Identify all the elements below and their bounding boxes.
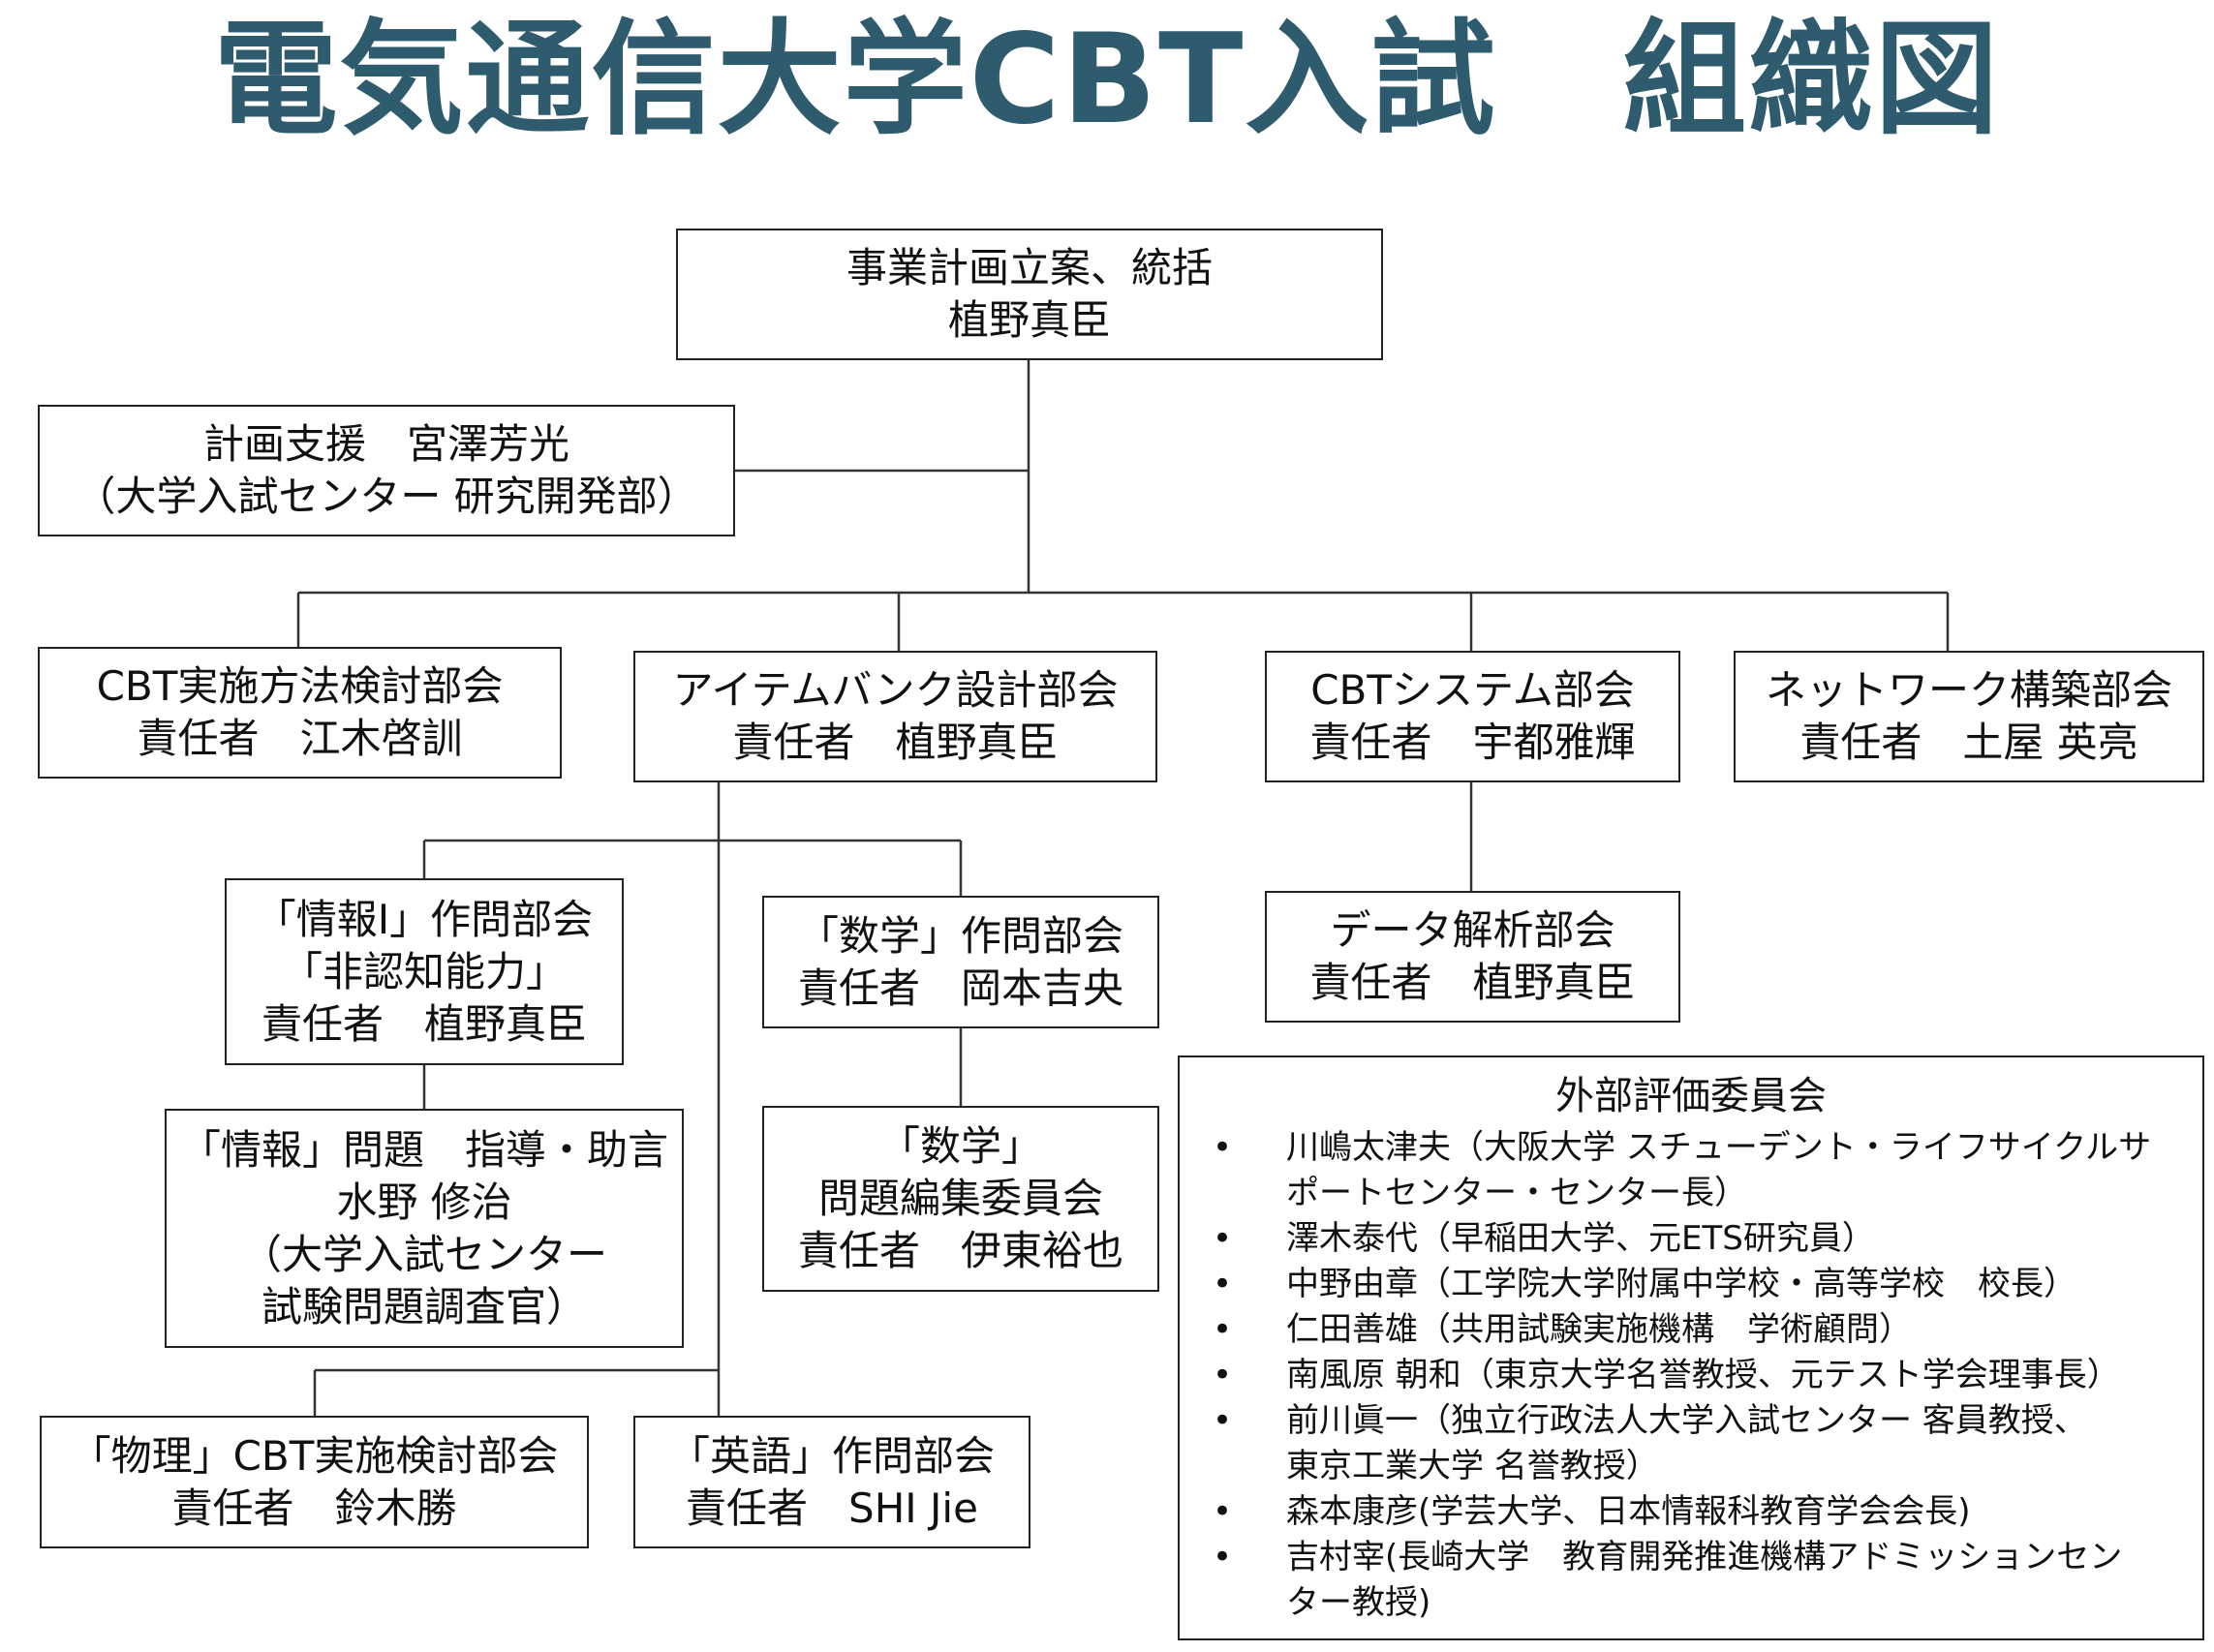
node-joho-advice-person: 水野 修治 (336, 1178, 512, 1226)
node-support: 計画支援 宮澤芳光 （大学入試センター 研究開発部） (38, 405, 735, 536)
bullet-icon: • (1213, 1492, 1233, 1531)
node-math-edit-lead: 責任者 伊東裕也 (797, 1227, 1123, 1274)
node-joho: 「情報Ⅰ」作問部会 「非認知能力」 責任者 植野真臣 (225, 878, 624, 1065)
committee-member: • 中野由章（工学院大学附属中学校・高等学校 校長） (1203, 1262, 2179, 1307)
node-network-lead: 責任者 土屋 英亮 (1799, 719, 2138, 766)
node-data-analysis: データ解析部会 責任者 植野真臣 (1265, 891, 1680, 1023)
node-physics-name: 「物理」CBT実施検討部会 (70, 1431, 559, 1480)
node-english-name: 「英語」作問部会 (668, 1431, 995, 1480)
node-physics-lead: 責任者 鈴木勝 (171, 1484, 457, 1532)
node-item-bank: アイテムバンク設計部会 責任者 植野真臣 (633, 651, 1157, 782)
node-data-analysis-lead: 責任者 植野真臣 (1309, 959, 1636, 1006)
node-joho-advice: 「情報」問題 指導・助言 水野 修治 （大学入試センター 試験問題調査官） (165, 1109, 684, 1348)
committee-title: 外部評価委員会 (1555, 1074, 1827, 1118)
node-data-analysis-name: データ解析部会 (1330, 906, 1615, 954)
node-math: 「数学」作問部会 責任者 岡本吉央 (762, 896, 1159, 1028)
committee-member: • 澤木泰代（早稲田大学、元ETS研究員） (1203, 1216, 2179, 1262)
node-math-edit: 「数学」 問題編集委員会 責任者 伊東裕也 (762, 1106, 1159, 1292)
bullet-icon: • (1213, 1128, 1233, 1167)
bullet-icon: • (1213, 1219, 1233, 1258)
node-math-name: 「数学」作問部会 (797, 911, 1123, 960)
node-cbt-system-name: CBTシステム部会 (1310, 666, 1635, 714)
external-evaluation-committee: 外部評価委員会 • 川嶋太津夫（大阪大学 スチューデント・ライフサイクルサ ポー… (1178, 1055, 2204, 1640)
bullet-icon: • (1213, 1356, 1233, 1394)
node-support-affiliation: （大学入試センター 研究開発部） (75, 473, 698, 520)
node-item-bank-name: アイテムバンク設計部会 (672, 666, 1119, 714)
node-cbt-system: CBTシステム部会 責任者 宇都雅輝 (1265, 651, 1680, 782)
node-cbt-method: CBT実施方法検討部会 責任者 江木啓訓 (38, 647, 562, 779)
node-network-name: ネットワーク構築部会 (1765, 666, 2172, 714)
committee-member: • 南風原 朝和（東京大学名誉教授、元テスト学会理事長） (1203, 1353, 2179, 1398)
node-english: 「英語」作問部会 責任者 SHI Jie (633, 1416, 1030, 1548)
node-joho-advice-role: 「情報」問題 指導・助言 (179, 1125, 668, 1174)
node-joho-lead: 責任者 植野真臣 (261, 999, 587, 1048)
committee-member: • 吉村宰(長崎大学 教育開発推進機構アドミッションセン ター教授) (1203, 1535, 2179, 1626)
bullet-icon: • (1213, 1265, 1233, 1303)
node-joho-sub: 「非認知能力」 (281, 947, 567, 995)
node-item-bank-lead: 責任者 植野真臣 (732, 719, 1059, 766)
node-top-role: 事業計画立案、統括 (846, 244, 1213, 291)
node-cbt-method-name: CBT実施方法検討部会 (96, 662, 504, 710)
node-joho-advice-affiliation: （大学入試センター (240, 1230, 607, 1278)
committee-member: • 森本康彦(学芸大学、日本情報科教育学会会長) (1203, 1489, 2179, 1535)
committee-member: • 前川眞一（独立行政法人大学入試センター 客員教授、 東京工業大学 名誉教授） (1203, 1398, 2179, 1489)
bullet-icon: • (1213, 1538, 1233, 1576)
node-network: ネットワーク構築部会 責任者 土屋 英亮 (1734, 651, 2204, 782)
node-math-lead: 責任者 岡本吉央 (797, 964, 1123, 1012)
bullet-icon: • (1213, 1401, 1233, 1440)
node-joho-name: 「情報Ⅰ」作問部会 (255, 895, 594, 943)
committee-member: • 川嶋太津夫（大阪大学 スチューデント・ライフサイクルサ ポートセンター・セン… (1203, 1125, 2179, 1216)
node-math-edit-subject: 「数学」 (878, 1122, 1042, 1170)
committee-member-list: • 川嶋太津夫（大阪大学 スチューデント・ライフサイクルサ ポートセンター・セン… (1203, 1125, 2179, 1626)
page-title: 電気通信大学CBT入試 組織図 (213, 8, 2001, 152)
node-cbt-system-lead: 責任者 宇都雅輝 (1309, 719, 1636, 766)
node-top: 事業計画立案、統括 植野真臣 (676, 229, 1383, 360)
node-support-role: 計画支援 宮澤芳光 (202, 420, 569, 468)
node-top-person: 植野真臣 (947, 296, 1111, 344)
node-english-lead: 責任者 SHI Jie (686, 1484, 978, 1532)
node-joho-advice-title: 試験問題調査官） (261, 1282, 587, 1331)
node-physics: 「物理」CBT実施検討部会 責任者 鈴木勝 (40, 1416, 589, 1548)
bullet-icon: • (1213, 1310, 1233, 1349)
committee-member: • 仁田善雄（共用試験実施機構 学術顧問） (1203, 1307, 2179, 1353)
node-math-edit-name: 問題編集委員会 (817, 1175, 1103, 1222)
node-cbt-method-lead: 責任者 江木啓訓 (137, 715, 463, 762)
